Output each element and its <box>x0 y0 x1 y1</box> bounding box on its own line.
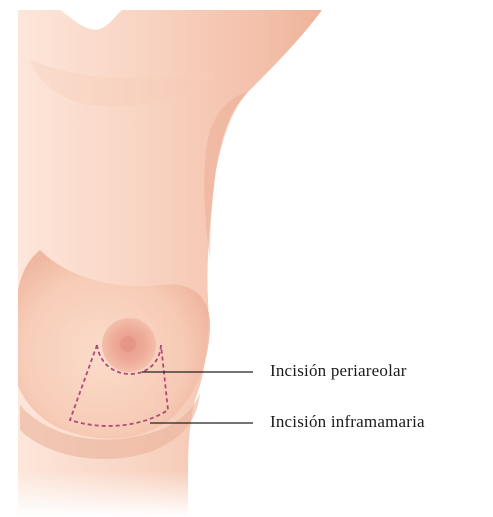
bottom-fade <box>0 470 260 517</box>
label-periareolar-incision: Incisión periareolar <box>270 361 407 381</box>
nipple <box>120 336 136 352</box>
label-inframammary-incision: Incisión inframamaria <box>270 412 425 432</box>
